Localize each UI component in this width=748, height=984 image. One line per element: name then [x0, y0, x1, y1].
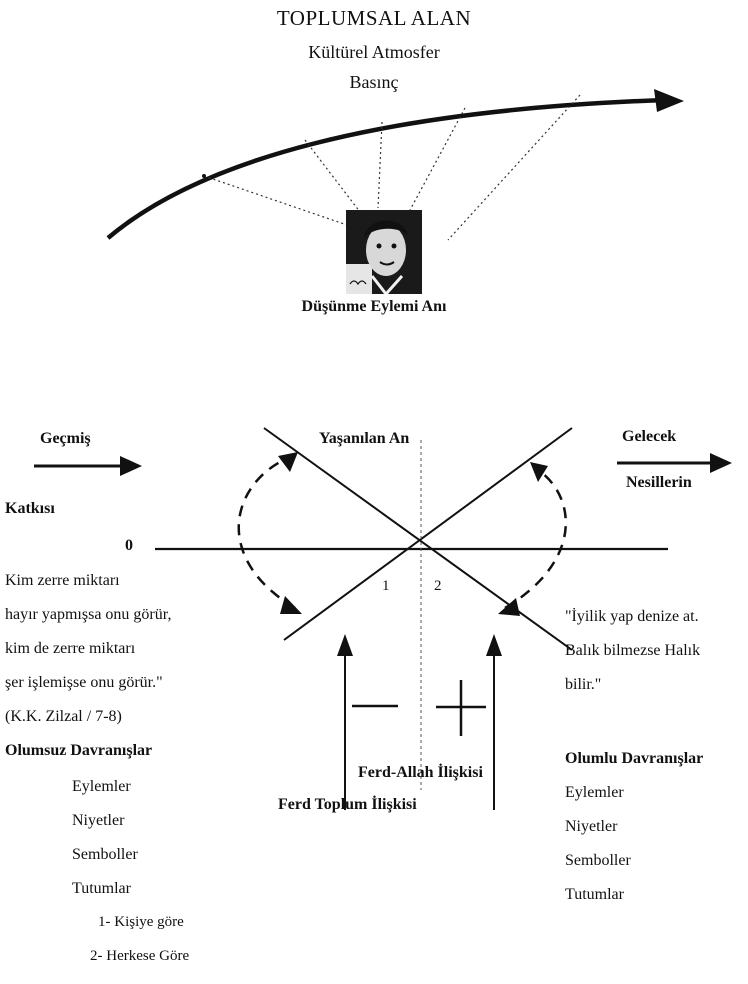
left-dashed-arc [237, 460, 296, 610]
verse-line: Kim zerre miktarı [5, 572, 120, 589]
list-item: Niyetler [72, 812, 125, 829]
sub-list-item: 2- Herkese Göre [90, 948, 190, 964]
right-arc-arrowhead-top [530, 462, 548, 482]
list-item: Eylemler [72, 778, 131, 795]
generations-label: Nesillerin [626, 474, 692, 491]
past-label: Geçmiş [40, 430, 91, 447]
list-item: Semboller [72, 846, 138, 863]
list-item: Tutumlar [565, 886, 624, 903]
axis-zero-label: 0 [125, 537, 133, 554]
thinking-moment-caption: Düşünme Eylemi Anı [301, 298, 447, 315]
present-label: Yaşanılan An [319, 430, 410, 447]
thinking-man-portrait [346, 210, 422, 294]
verse-line: kim de zerre miktarı [5, 640, 136, 657]
verse-reference: (K.K. Zilzal / 7-8) [5, 708, 122, 725]
pressure-rays [203, 94, 581, 241]
cross-line-a [263, 427, 573, 651]
time-curve-arrowhead [654, 89, 684, 112]
quote-line: bilir." [565, 676, 602, 693]
quote-line: "İyilik yap denize at. [565, 608, 699, 625]
list-item: Eylemler [565, 784, 624, 801]
ferd-allah-label: Ferd-Allah İlişkisi [358, 764, 483, 781]
sector-number-1: 1 [382, 578, 390, 594]
list-item: Tutumlar [72, 880, 131, 897]
negative-behaviors-heading: Olumsuz Davranışlar [5, 742, 153, 759]
future-label: Gelecek [622, 428, 677, 445]
left-arc-arrowhead-bottom [280, 596, 302, 614]
time-curve [106, 97, 666, 240]
list-item: Niyetler [565, 818, 618, 835]
diagram-subtitle-pressure: Basınç [349, 72, 399, 92]
verse-line: hayır yapmışsa onu görür, [5, 606, 172, 623]
quote-line: Balık bilmezse Halık [565, 642, 701, 659]
list-item: Semboller [565, 852, 631, 869]
right-dashed-arc [504, 468, 568, 610]
sub-list-item: 1- Kişiye göre [98, 914, 184, 930]
positive-behaviors-heading: Olumlu Davranışlar [565, 750, 704, 767]
diagram-subtitle: Kültürel Atmosfer [308, 42, 440, 62]
sector-number-2: 2 [434, 578, 442, 594]
cross-line-b [283, 427, 573, 641]
right-arc-arrowhead-bottom [498, 598, 520, 616]
ferd-toplum-label: Ferd Toplum İlişkisi [278, 796, 417, 813]
verse-line: şer işlemişse onu görür." [5, 674, 163, 691]
left-arc-arrowhead-top [278, 452, 298, 472]
past-arrowhead [120, 456, 142, 476]
future-arrowhead [710, 453, 732, 473]
contribution-label: Katkısı [5, 500, 55, 517]
diagram-title: TOPLUMSAL ALAN [276, 6, 472, 30]
